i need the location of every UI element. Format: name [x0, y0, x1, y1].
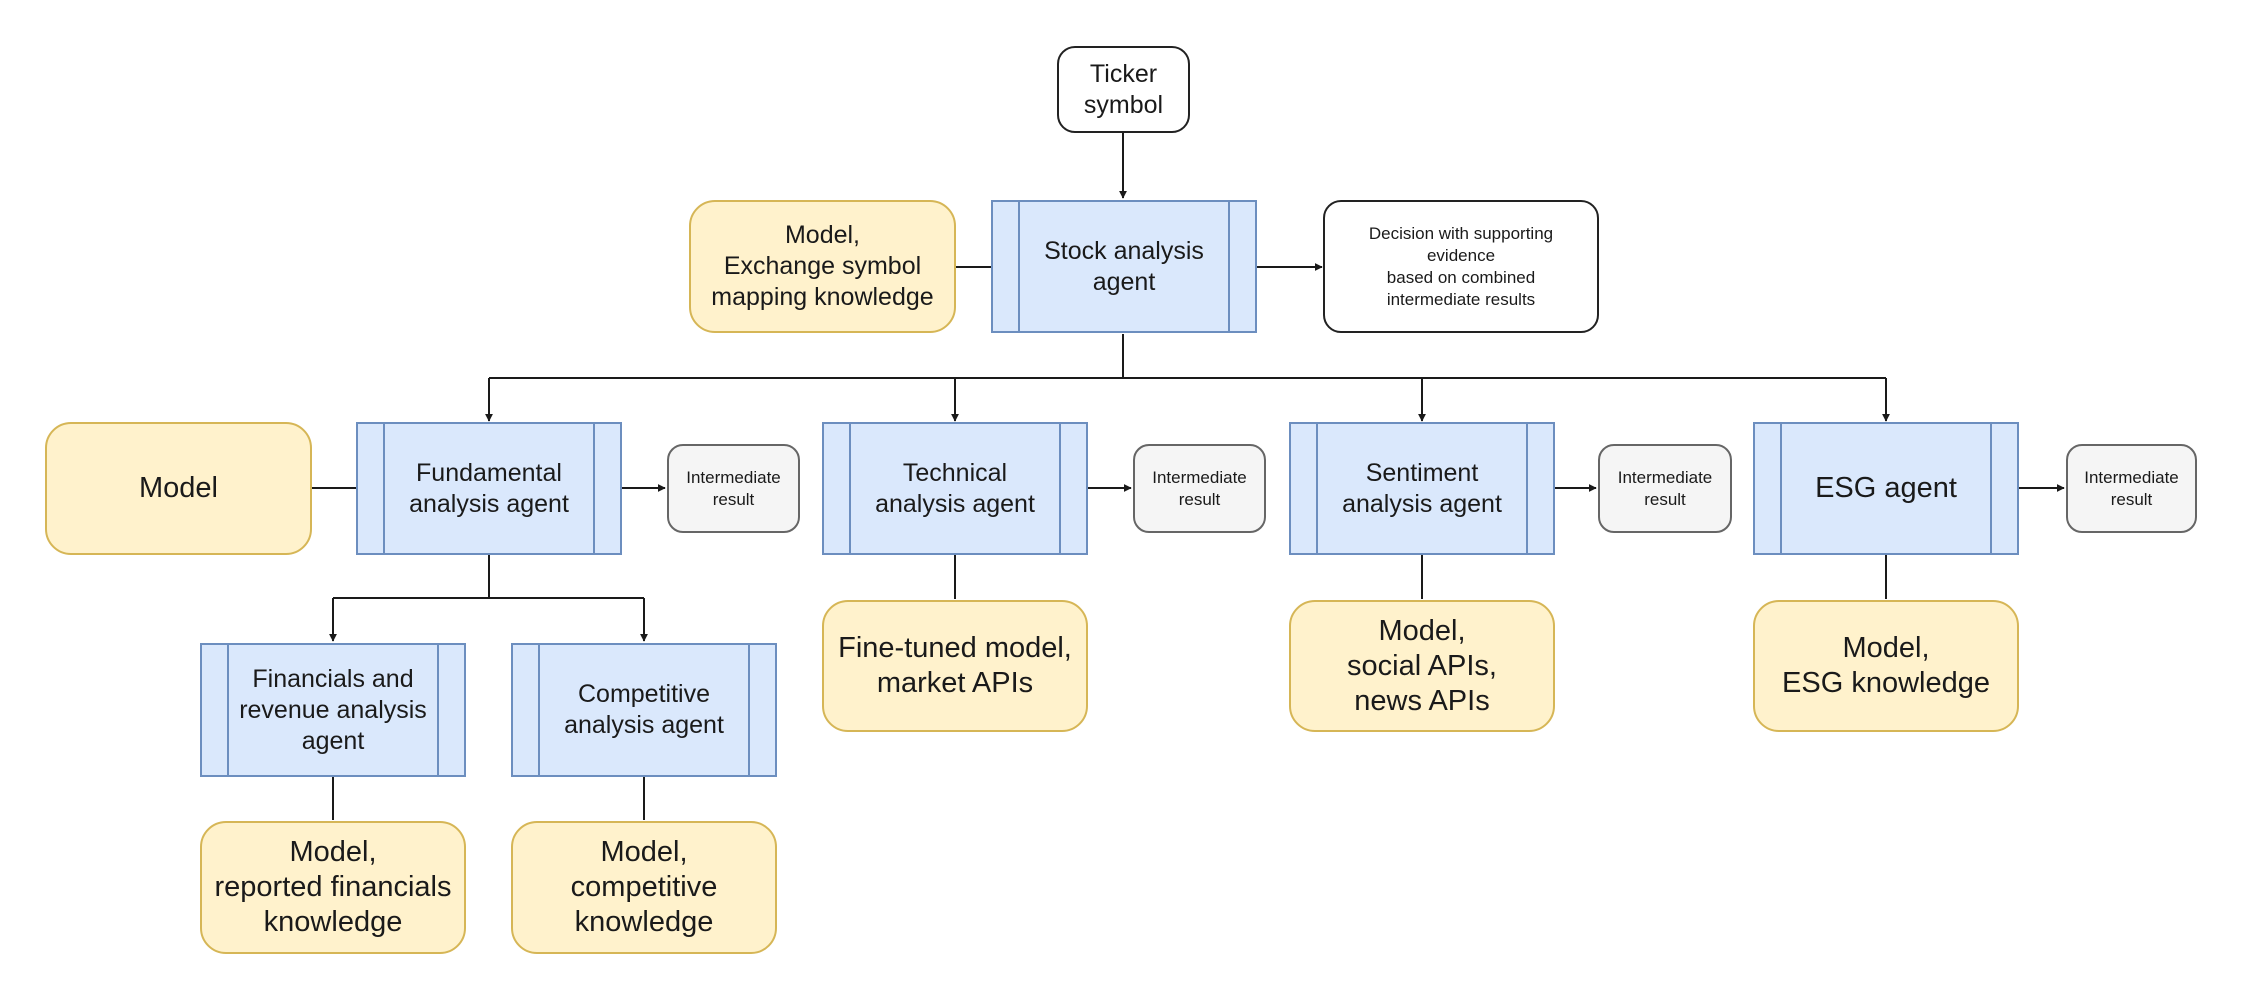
node-label-line: mapping knowledge	[711, 283, 934, 311]
node-label-line: result	[2110, 489, 2153, 509]
node-label-line: Intermediate	[1617, 467, 1713, 487]
node-label-line: Financials and	[252, 664, 414, 693]
node-label-line: evidence	[1426, 245, 1496, 265]
fundamental-agent-resources: Model	[45, 422, 312, 555]
node-label-line: symbol	[1083, 90, 1164, 119]
competitive-analysis-agent: Competitive analysis agent	[511, 643, 777, 777]
node-label-line: Sentiment	[1365, 458, 1479, 487]
node-label-line: Ticker	[1089, 59, 1158, 88]
node-label-line: competitive	[570, 871, 718, 903]
node-label-line: revenue analysis	[239, 695, 427, 724]
node-label-line: reported financials	[214, 871, 452, 903]
node-label-line: Model,	[1378, 614, 1466, 647]
node-label-line: analysis agent	[564, 711, 724, 739]
node-label-line: Intermediate	[2084, 467, 2179, 487]
node-label-line: analysis agent	[409, 489, 569, 518]
node-label-line: Fundamental	[416, 458, 562, 487]
node-label-line: Technical	[902, 458, 1008, 487]
node-label-line: Fine-tuned model,	[838, 632, 1072, 664]
node-label-line: Model,	[289, 836, 377, 868]
node-label-line: result	[712, 489, 755, 509]
node-label-line: agent	[301, 726, 365, 755]
stock-agent-resources: Model, Exchange symbol mapping knowledge	[689, 200, 956, 333]
node-label-line: knowledge	[263, 906, 403, 938]
node-label-line: news APIs	[1354, 684, 1490, 717]
node-label-line: result	[1644, 489, 1686, 509]
node-label-line: analysis agent	[1342, 489, 1502, 518]
node-label-line: Intermediate	[1152, 467, 1247, 487]
node-label-line: Exchange symbol	[723, 252, 922, 280]
node-label-line: knowledge	[574, 906, 714, 938]
node-label-line: Stock analysis	[1044, 236, 1204, 265]
node-label-line: Model	[139, 472, 218, 504]
node-label-line: Model,	[600, 836, 688, 868]
node-label-line: agent	[1092, 267, 1156, 296]
node-label-line: Decision with supporting	[1368, 223, 1554, 243]
node-label-line: intermediate results	[1386, 289, 1536, 309]
node-label-line: ESG knowledge	[1782, 667, 1990, 699]
node-label-line: based on combined	[1386, 267, 1536, 287]
node-label-line: Intermediate	[686, 467, 781, 487]
node-label-line: Model,	[784, 221, 861, 249]
node-label-line: Model,	[1842, 632, 1930, 664]
node-label-line: result	[1178, 489, 1221, 509]
node-label-line: social APIs,	[1347, 649, 1497, 682]
node-label-line: Competitive	[578, 680, 710, 708]
node-label-line: market APIs	[876, 667, 1034, 699]
esg-agent: ESG agent	[1753, 422, 2019, 555]
node-label-line: ESG agent	[1815, 472, 1957, 504]
esg-agent-resources: Model,ESG knowledge	[1753, 600, 2019, 732]
sentiment-agent-resources: Model,social APIs,news APIs	[1289, 600, 1555, 732]
node-label-line: analysis agent	[875, 489, 1035, 518]
technical-agent-resources: Fine-tuned model,market APIs	[822, 600, 1088, 732]
